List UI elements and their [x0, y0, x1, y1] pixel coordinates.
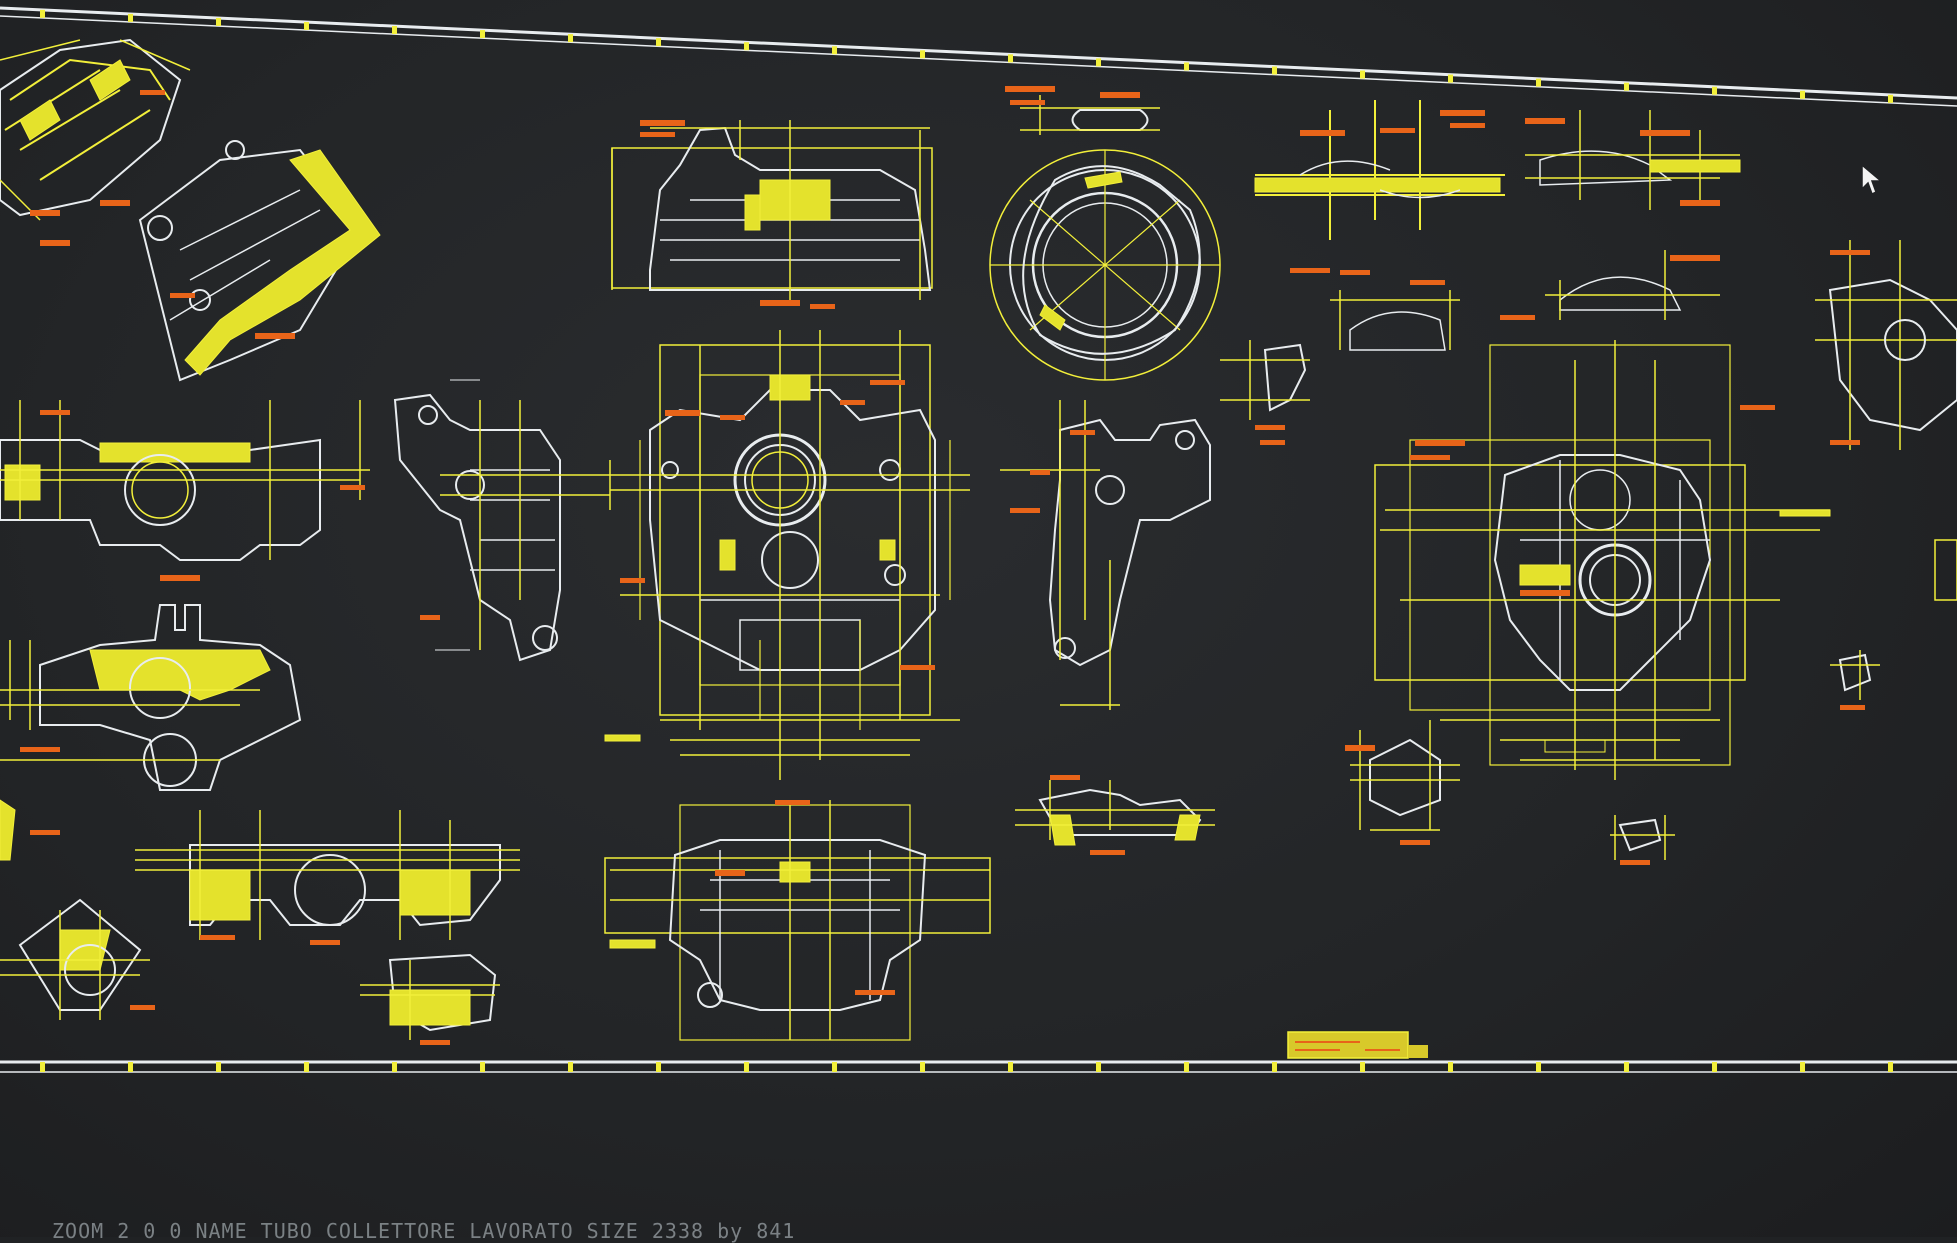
border-tick: [392, 26, 397, 35]
border-tick: [1008, 1062, 1013, 1072]
sheet-border-top: [0, 6, 1957, 107]
border-tick: [1800, 90, 1805, 99]
part-view-left-section: [0, 604, 302, 861]
status-bar: ZOOM 2 0 0 NAME TUBO COLLETTORE LAVORATO…: [0, 1205, 1957, 1243]
part-view-round-flange: [989, 86, 1221, 381]
part-view-small-detail-2: [1610, 650, 1880, 865]
border-tick: [1536, 1062, 1541, 1072]
border-tick: [1360, 70, 1365, 79]
border-tick: [1624, 1062, 1629, 1072]
sheet-border-ticks: [40, 9, 1893, 1072]
border-tick: [832, 46, 837, 55]
border-tick: [1272, 1062, 1277, 1072]
border-tick: [216, 17, 221, 26]
border-tick: [480, 30, 485, 39]
part-view-top-right-2: [1500, 110, 1741, 320]
border-tick: [216, 1062, 221, 1072]
border-tick: [920, 50, 925, 59]
border-tick: [1536, 78, 1541, 87]
border-tick: [1800, 1062, 1805, 1072]
arrow-cursor-icon: [1861, 163, 1884, 196]
border-tick: [1448, 1062, 1453, 1072]
part-view-side-left: [393, 379, 611, 662]
part-view-bottom-left: [0, 898, 500, 1045]
border-tick: [1448, 74, 1453, 83]
border-tick: [304, 21, 309, 30]
border-tick: [304, 1062, 309, 1072]
sheet-border-bottom: [0, 1060, 1957, 1073]
border-tick: [1096, 1062, 1101, 1072]
part-view-top-center: [611, 120, 933, 309]
border-tick: [1360, 1062, 1365, 1072]
part-view-lower-left: [135, 810, 520, 945]
border-tick: [1624, 82, 1629, 91]
border-tick: [1272, 66, 1277, 75]
part-view-far-right: [1815, 240, 1957, 601]
part-view-side-right: [1000, 400, 1211, 710]
border-tick: [832, 1062, 837, 1072]
border-tick: [656, 38, 661, 47]
border-tick: [1184, 1062, 1189, 1072]
part-view-main-front: [604, 330, 970, 780]
border-tick: [40, 1062, 45, 1072]
part-view-top-left-oblique: [0, 38, 191, 246]
border-tick: [40, 9, 45, 18]
border-tick: [128, 13, 133, 22]
part-view-top-left-section: [138, 140, 381, 382]
border-tick: [1712, 1062, 1717, 1072]
border-tick: [480, 1062, 485, 1072]
border-tick: [1888, 94, 1893, 103]
part-view-small-detail-1: [1220, 340, 1310, 445]
border-tick: [1888, 1062, 1893, 1072]
part-view-left-middle: [0, 400, 370, 581]
border-tick: [1712, 86, 1717, 95]
border-tick: [392, 1062, 397, 1072]
border-tick: [1008, 54, 1013, 63]
part-view-right-front: [1374, 340, 1831, 780]
border-tick: [568, 34, 573, 43]
part-view-bottom-small-1: [1015, 775, 1215, 855]
border-tick: [128, 1062, 133, 1072]
border-tick: [656, 1062, 661, 1072]
border-tick: [568, 1062, 573, 1072]
border-tick: [744, 42, 749, 51]
border-tick: [920, 1062, 925, 1072]
border-tick: [1184, 62, 1189, 71]
title-block: [1287, 1031, 1428, 1059]
border-tick: [1096, 58, 1101, 67]
border-tick: [744, 1062, 749, 1072]
part-view-bottom-center: [604, 800, 991, 1041]
status-text: ZOOM 2 0 0 NAME TUBO COLLETTORE LAVORATO…: [52, 1219, 796, 1243]
part-view-top-right-1: [1254, 100, 1505, 351]
part-view-bottom-small-2: [1345, 720, 1460, 845]
